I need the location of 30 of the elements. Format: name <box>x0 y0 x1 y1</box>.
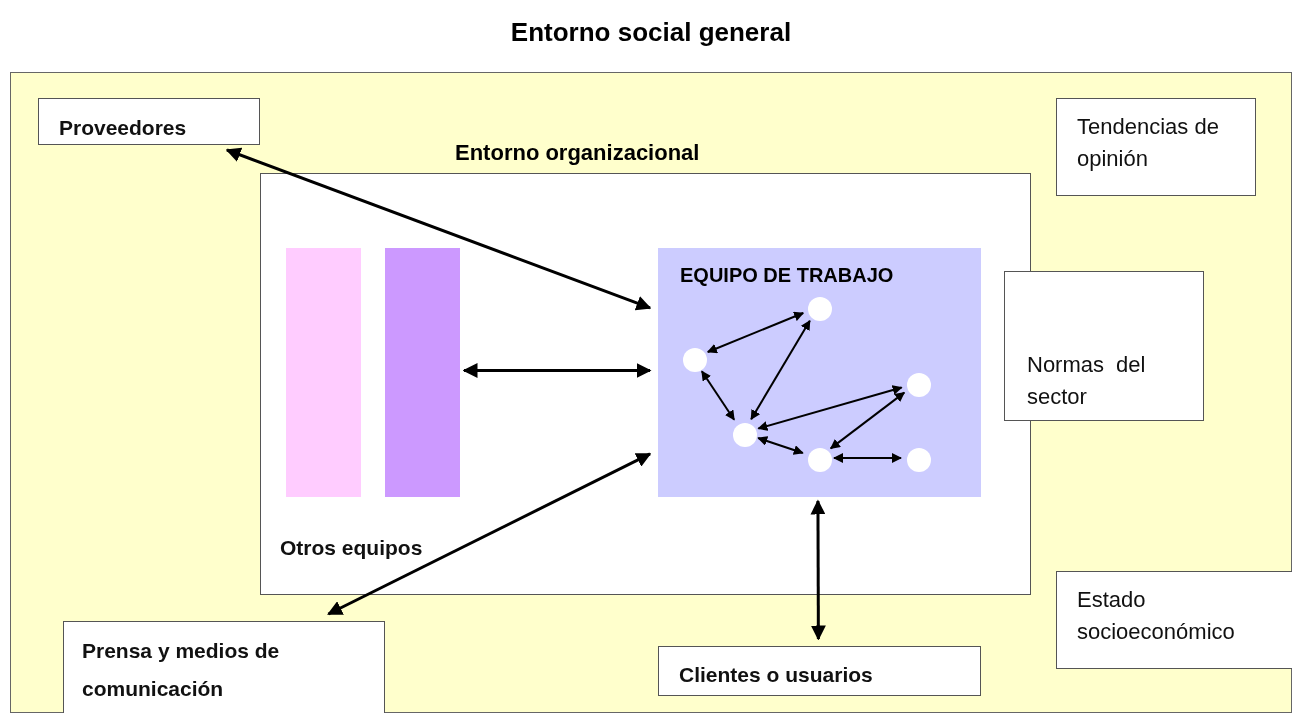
team-bar <box>385 248 460 497</box>
node-label: Clientes o usuarios <box>679 662 873 688</box>
double-arrow <box>750 319 811 421</box>
heading: EQUIPO DE TRABAJO <box>680 263 894 288</box>
double-arrow <box>700 370 736 421</box>
double-arrow <box>706 311 805 354</box>
text-box <box>63 621 385 713</box>
node-label: Proveedores <box>59 115 187 141</box>
team-bar <box>286 248 361 497</box>
text-box <box>38 98 260 145</box>
node-label: Estado socioeconómico <box>1077 586 1236 646</box>
text-box <box>658 646 981 696</box>
double-arrow <box>829 391 906 450</box>
double-arrow <box>757 385 903 431</box>
node-label: Tendencias de opinión <box>1077 113 1220 173</box>
node-label: Prensa y medios de comunicación <box>82 638 281 702</box>
heading: Entorno organizacional <box>455 139 700 167</box>
text-box <box>1056 571 1292 669</box>
double-arrow <box>225 147 652 311</box>
heading: Entorno social general <box>509 16 793 49</box>
double-arrow <box>833 453 902 463</box>
double-arrow <box>810 499 826 641</box>
double-arrow <box>757 436 804 455</box>
text-box <box>1004 271 1204 421</box>
text-box <box>1056 98 1256 196</box>
organization-box <box>658 248 981 497</box>
double-arrow <box>462 363 652 378</box>
node-label: Normas del sector <box>1027 351 1147 411</box>
double-arrow <box>327 452 652 616</box>
group-label: Otros equipos <box>280 535 423 561</box>
